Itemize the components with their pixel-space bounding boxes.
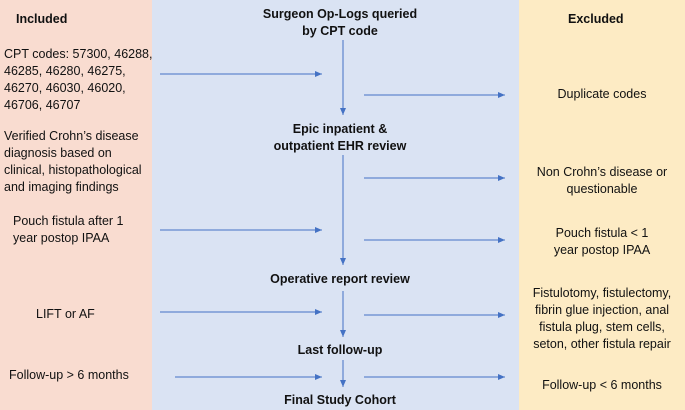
flow-column xyxy=(152,0,519,410)
excluded-header: Excluded xyxy=(568,12,624,26)
step-last-follow-up: Last follow-up xyxy=(297,343,383,357)
excluded-column xyxy=(519,0,685,410)
step-final-cohort: Final Study Cohort xyxy=(284,393,396,407)
excluded-follow-up: Follow-up < 6 months xyxy=(542,378,662,392)
excluded-duplicate-codes: Duplicate codes xyxy=(557,87,647,101)
included-crohns-diagnosis: Verified Crohn’s disease diagnosis based… xyxy=(4,129,142,194)
excluded-non-crohns: Non Crohn’s disease or questionable xyxy=(536,165,668,196)
excluded-pouch-fistula: Pouch fistula < 1 year postop IPAA xyxy=(553,226,651,257)
included-header: Included xyxy=(16,12,68,26)
excluded-other-repairs: Fistulotomy, fistulectomy, fibrin glue i… xyxy=(532,286,672,351)
included-follow-up: Follow-up > 6 months xyxy=(9,368,129,382)
included-pouch-fistula: Pouch fistula after 1 year postop IPAA xyxy=(13,214,124,245)
step-op-logs: Surgeon Op-Logs queried by CPT code xyxy=(262,7,418,38)
included-cpt-codes: CPT codes: 57300, 46288, 46285, 46280, 4… xyxy=(4,47,153,112)
step-operative-report: Operative report review xyxy=(270,272,410,286)
included-column xyxy=(0,0,152,410)
included-lift-or-af: LIFT or AF xyxy=(36,307,95,321)
step-ehr-review: Epic inpatient & outpatient EHR review xyxy=(273,122,407,153)
